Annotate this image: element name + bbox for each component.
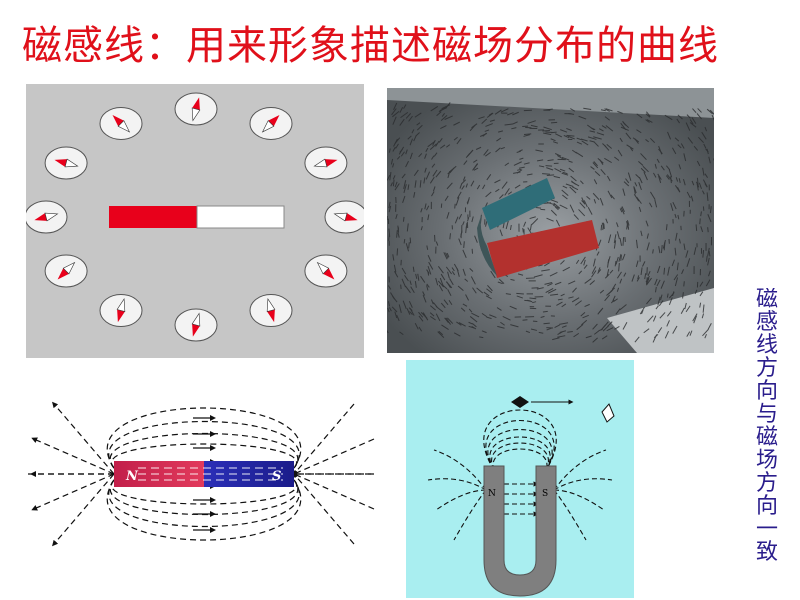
u-magnet-field-lines: N S — [406, 360, 634, 598]
bar-south-label: S — [272, 469, 281, 484]
bar-north-label: N — [125, 469, 139, 484]
u-magnet-blue-arm — [482, 178, 555, 230]
compass-icon — [249, 106, 293, 140]
u-south-label: S — [542, 489, 548, 499]
compass-icon — [249, 294, 293, 328]
side-note: 磁感线方向与磁场方向一致 — [755, 288, 778, 565]
compass-icon — [44, 146, 88, 180]
bar-magnet-north-half — [109, 206, 197, 228]
compass-needle-small-2 — [601, 403, 615, 423]
compass-icon — [99, 106, 143, 140]
compass-icon — [304, 254, 348, 288]
compass-icon — [324, 200, 364, 234]
compass-icon — [99, 294, 143, 328]
compass-diagram — [26, 84, 364, 358]
compass-needle-small — [511, 396, 529, 408]
bar-magnet-south-half — [196, 205, 285, 229]
u-magnet-body — [483, 465, 557, 597]
compass-icon — [174, 308, 218, 342]
compass-icon — [26, 200, 68, 234]
compass-icon — [44, 254, 88, 288]
compass-icon — [174, 92, 218, 126]
bar-magnet-field-lines: N S — [28, 370, 376, 560]
u-magnet-red-arm — [487, 220, 599, 278]
slide-title: 磁感线：用来形象描述磁场分布的曲线 — [22, 23, 719, 69]
compass-icon — [304, 146, 348, 180]
u-north-label: N — [488, 489, 496, 499]
iron-filings-photo — [387, 88, 714, 353]
